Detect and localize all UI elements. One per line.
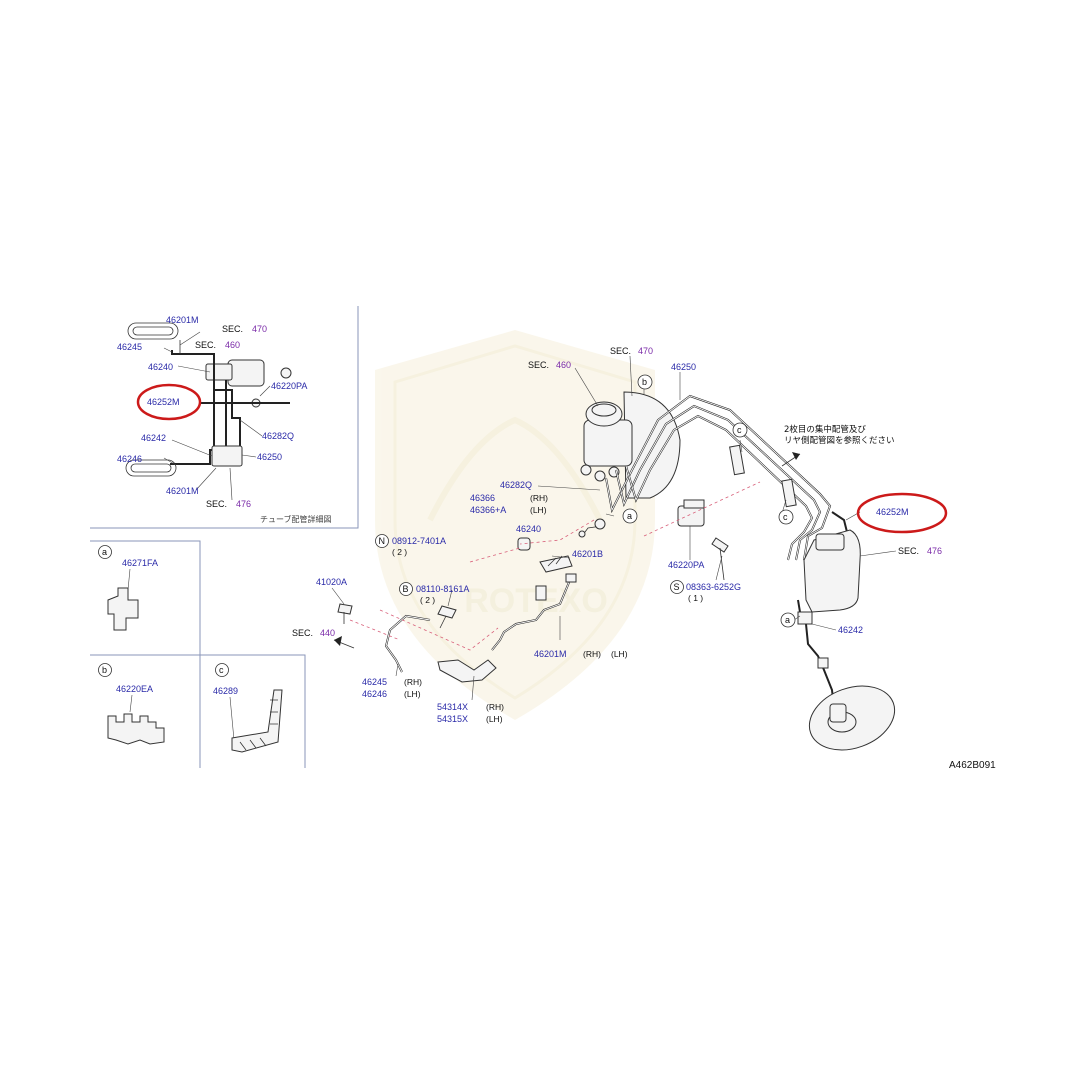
main-46366-rh: (RH) <box>530 493 548 503</box>
inset-sec-470-number: 470 <box>252 324 267 334</box>
detail-a-part: 46271FA <box>122 558 158 568</box>
inset-label-46201m-top: 46201M <box>166 315 199 325</box>
detail-a-letter: a <box>102 547 107 557</box>
svg-text:b: b <box>642 377 647 387</box>
main-label-54315x: 54315X <box>437 714 468 724</box>
main-label-08110: 08110-8161A <box>416 584 469 594</box>
main-54315x-lh: (LH) <box>486 714 503 724</box>
main-label-46250: 46250 <box>671 362 696 372</box>
ref-circle-n: N <box>375 534 389 548</box>
main-label-46252m: 46252M <box>876 507 909 517</box>
main-08110-qty: ( 2 ) <box>420 595 435 605</box>
main-46201m-lh: (LH) <box>611 649 628 659</box>
detail-box-c: c 46289 <box>200 654 306 768</box>
inset-label-46246: 46246 <box>117 454 142 464</box>
inset-label-46242: 46242 <box>141 433 166 443</box>
main-sec-476-number: 476 <box>927 546 942 556</box>
main-label-08363: 08363-6252G <box>686 582 741 592</box>
ref-circle-s: S <box>670 580 684 594</box>
detail-box-b: b 46220EA <box>90 654 201 768</box>
svg-text:a: a <box>627 511 632 521</box>
main-label-46201b: 46201B <box>572 549 603 559</box>
main-08912-qty: ( 2 ) <box>392 547 407 557</box>
main-sec-470-prefix: SEC. <box>610 346 631 356</box>
main-sec-440-number: 440 <box>320 628 335 638</box>
main-46366a-lh: (LH) <box>530 505 547 515</box>
main-46245-rh: (RH) <box>404 677 422 687</box>
inset-label-46240: 46240 <box>148 362 173 372</box>
main-sec-440-prefix: SEC. <box>292 628 313 638</box>
svg-text:c: c <box>737 425 742 435</box>
svg-text:c: c <box>783 512 788 522</box>
main-label-46220pa: 46220PA <box>668 560 704 570</box>
main-label-54314x: 54314X <box>437 702 468 712</box>
tube-layout-inset <box>90 306 359 529</box>
ref-circle-a-right: a <box>780 612 796 628</box>
main-sec-476-prefix: SEC. <box>898 546 919 556</box>
main-46246-lh: (LH) <box>404 689 421 699</box>
main-54314x-rh: (RH) <box>486 702 504 712</box>
inset-sec-460-number: 460 <box>225 340 240 350</box>
inset-label-46220pa: 46220PA <box>271 381 307 391</box>
inset-46252m-highlight <box>136 383 202 421</box>
main-label-08912: 08912-7401A <box>392 536 446 546</box>
main-label-46245: 46245 <box>362 677 387 687</box>
detail-b-letter: b <box>102 665 107 675</box>
inset-label-46245: 46245 <box>117 342 142 352</box>
main-sec-460-number: 460 <box>556 360 571 370</box>
inset-label-46282q: 46282Q <box>262 431 294 441</box>
inset-sec-460-prefix: SEC. <box>195 340 216 350</box>
svg-text:B: B <box>403 584 409 594</box>
main-label-46282q: 46282Q <box>500 480 532 490</box>
inset-sec-470-prefix: SEC. <box>222 324 243 334</box>
inset-label-46250: 46250 <box>257 452 282 462</box>
watermark-logo: ROTEXO <box>375 330 655 720</box>
detail-c-part: 46289 <box>213 686 238 696</box>
inset-label-46201m-bottom: 46201M <box>166 486 199 496</box>
ref-circle-c-top: c <box>732 422 748 438</box>
svg-text:a: a <box>785 615 790 625</box>
inset-sec-476-prefix: SEC. <box>206 499 227 509</box>
main-label-46366a: 46366+A <box>470 505 506 515</box>
note-line-1: 2枚目の集中配管及び <box>784 424 866 435</box>
detail-b-part: 46220EA <box>116 684 153 694</box>
ref-circle-a-center: a <box>622 508 638 524</box>
ref-circle-b: b <box>637 374 653 390</box>
ref-circle-c-lower: c <box>778 509 794 525</box>
main-label-46242: 46242 <box>838 625 863 635</box>
ref-circle-b-bolt: B <box>399 582 413 596</box>
main-sec-470-number: 470 <box>638 346 653 356</box>
note-line-2: リヤ側配管図を参照ください <box>784 435 895 446</box>
main-brake-assembly <box>331 355 897 751</box>
main-46201m-rh: (RH) <box>583 649 601 659</box>
svg-text:S: S <box>674 582 680 592</box>
svg-text:N: N <box>379 536 386 546</box>
diagram-id: A462B091 <box>949 760 996 771</box>
main-label-41020a: 41020A <box>316 577 347 587</box>
main-08363-qty: ( 1 ) <box>688 593 703 603</box>
main-label-46240: 46240 <box>516 524 541 534</box>
main-label-46246: 46246 <box>362 689 387 699</box>
inset-label-46252m: 46252M <box>147 397 180 407</box>
main-sec-460-prefix: SEC. <box>528 360 549 370</box>
inset-sec-476-number: 476 <box>236 499 251 509</box>
detail-box-a: a 46271FA <box>90 540 201 656</box>
main-label-46201m: 46201M <box>534 649 567 659</box>
inset-caption: チューブ配管詳細図 <box>260 514 332 524</box>
detail-c-letter: c <box>219 665 224 675</box>
main-46252m-highlight <box>856 492 948 534</box>
main-label-46366: 46366 <box>470 493 495 503</box>
